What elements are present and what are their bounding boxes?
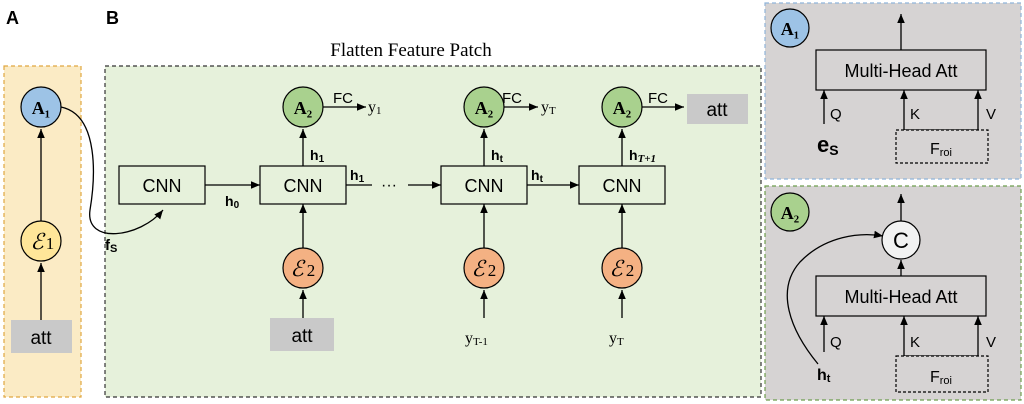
hT1-vertical-label: hT+1 <box>629 147 656 165</box>
ht-side-label: ht <box>817 367 831 385</box>
svg-text:ℰ: ℰ <box>290 256 306 281</box>
a2-node-T: A₂ <box>601 86 643 128</box>
yT-input: yT <box>609 330 624 348</box>
yT-output: yT <box>541 99 556 117</box>
y1-output: y1 <box>368 99 382 117</box>
svg-text:Froi: Froi <box>930 141 952 159</box>
q-label-a1: Q <box>830 106 842 123</box>
svg-text:1: 1 <box>46 234 55 253</box>
svg-text:Multi-Head Att: Multi-Head Att <box>844 287 957 307</box>
cnn-box-1: CNN <box>259 165 347 205</box>
cnn-box-t: CNN <box>440 165 528 205</box>
svg-text:CNN: CNN <box>284 176 323 196</box>
fc-label-1: FC <box>333 90 353 107</box>
h0-label: h0 <box>225 193 240 211</box>
q-label-a2: Q <box>830 334 842 351</box>
ht-vertical-label: ht <box>491 147 504 165</box>
es-label: eS <box>817 132 839 158</box>
svg-text:A₂: A₂ <box>613 98 631 118</box>
cnn-box-T: CNN <box>578 165 666 205</box>
a1-node: A₁ <box>20 86 62 128</box>
svg-text:2: 2 <box>307 261 316 280</box>
svg-text:att: att <box>706 100 728 121</box>
e2-node-t: ℰ 2 <box>463 247 505 289</box>
svg-text:ℰ: ℰ <box>471 256 487 281</box>
a2-node-1: A₂ <box>282 86 324 128</box>
svg-text:CNN: CNN <box>143 176 182 196</box>
svg-text:att: att <box>291 326 313 347</box>
k-label-a1: K <box>910 106 920 123</box>
yT-1-input: yT-1 <box>465 330 488 348</box>
mha-box-a2: Multi-Head Att <box>815 275 987 317</box>
fs-label: fS <box>105 237 117 255</box>
svg-text:ℰ: ℰ <box>30 229 46 254</box>
panel-b-background <box>104 65 762 398</box>
svg-text:Multi-Head Att: Multi-Head Att <box>844 61 957 81</box>
svg-text:Froi: Froi <box>930 369 952 387</box>
mha-box-a1: Multi-Head Att <box>815 49 987 91</box>
svg-text:att: att <box>30 328 52 349</box>
panel-label-b: B <box>106 8 119 28</box>
panel-b-title: Flatten Feature Patch <box>330 40 492 61</box>
ellipsis: ··· <box>381 177 397 194</box>
svg-text:CNN: CNN <box>465 176 504 196</box>
e2-node-T: ℰ 2 <box>601 247 643 289</box>
concat-node: C <box>881 220 921 260</box>
svg-text:2: 2 <box>626 261 635 280</box>
svg-text:C: C <box>893 228 909 253</box>
a1-detail-badge: A₁ <box>770 8 810 48</box>
fc-label-T: FC <box>648 90 668 107</box>
arrow-ht-to-concat <box>786 230 884 365</box>
a2-detail-badge: A₂ <box>770 192 810 232</box>
att-output: att <box>687 94 748 124</box>
svg-text:A₁: A₁ <box>781 19 799 39</box>
k-label-a2: K <box>910 334 920 351</box>
froi-box-a2: Froi <box>895 355 989 393</box>
froi-box-a1: Froi <box>895 129 989 164</box>
svg-text:A₂: A₂ <box>781 203 799 223</box>
h1-horizontal-label: h1 <box>350 167 365 185</box>
a2-node-t: A₂ <box>463 86 505 128</box>
svg-text:CNN: CNN <box>603 176 642 196</box>
e1-node: ℰ 1 <box>20 220 62 262</box>
v-label-a1: V <box>986 106 996 123</box>
arrow-a1-to-cnn0 <box>60 106 164 235</box>
svg-text:ℰ: ℰ <box>609 256 625 281</box>
att-input-a: att <box>11 320 72 353</box>
att-input-b: att <box>270 318 334 351</box>
v-label-a2: V <box>986 334 996 351</box>
panel-label-a: A <box>6 8 19 28</box>
h1-vertical-label: h1 <box>310 147 325 165</box>
ht-horizontal-label: ht <box>531 167 544 185</box>
svg-text:A₂: A₂ <box>294 98 312 118</box>
svg-text:A₁: A₁ <box>32 98 50 118</box>
svg-text:A₂: A₂ <box>475 98 493 118</box>
fc-label-t: FC <box>502 90 522 107</box>
cnn-box-0: CNN <box>118 165 206 205</box>
svg-text:2: 2 <box>488 261 497 280</box>
e2-node-1: ℰ 2 <box>282 247 324 289</box>
